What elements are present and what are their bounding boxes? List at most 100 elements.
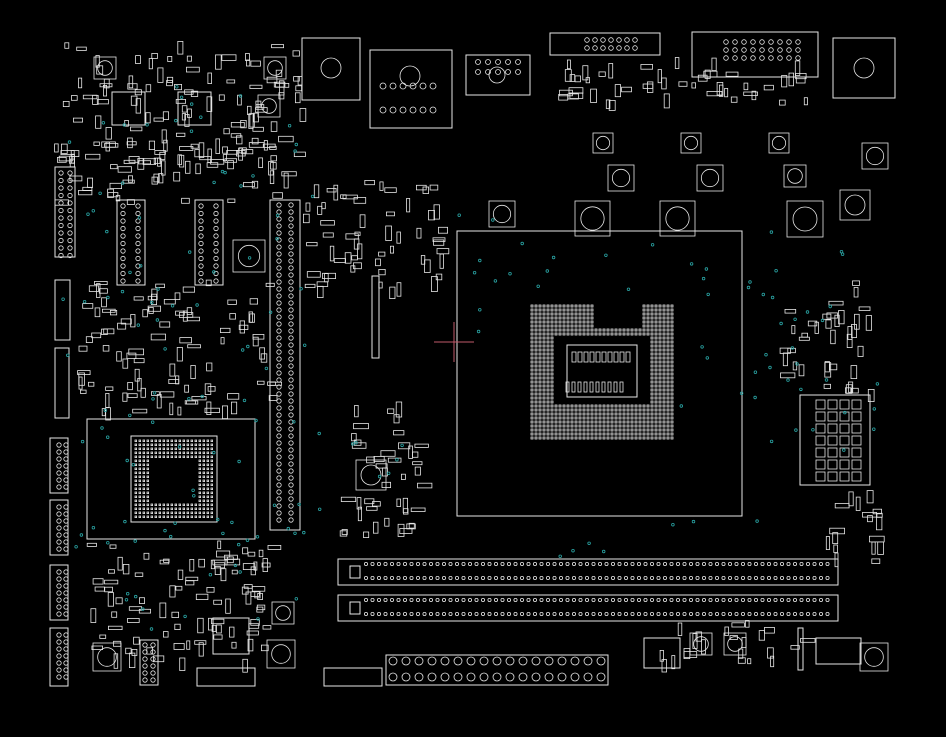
cpu-land-pad [642,412,646,416]
pcie-pin [467,612,472,617]
chipset-ball [174,443,178,447]
cpu-land-pad [590,420,594,424]
bottom-chip-3 [196,667,256,687]
via [79,533,84,537]
pin [63,477,69,483]
pin [58,207,64,214]
chipset-ball [138,443,142,447]
chipset-ball [142,459,146,463]
cpu-land-pad [590,328,594,332]
cpu-land-pad [594,404,598,408]
cpu-land-pad [530,388,534,392]
smd-component [235,149,246,157]
pcie-pin [448,612,453,617]
io-jack [399,65,421,87]
smd-component [706,91,723,97]
pcie-pin [630,562,635,567]
vrm-pad [827,411,838,422]
pcie-pin [591,612,596,617]
chipset-ball [190,503,194,507]
chipset-ball [150,447,154,451]
pcie-pin [812,612,817,617]
header-pin [276,279,282,285]
cpu-land-pad [658,380,662,384]
smd-component [422,186,429,194]
cpu-land-pad [590,324,594,328]
chipset-ball [142,443,146,447]
square-part [263,56,287,80]
cpu-land-pad [646,320,650,324]
header-pin [288,265,294,271]
cpu-land-pad [538,372,542,376]
smd-component [159,391,175,398]
pcie-pin [467,598,472,603]
cpu-land-pad [594,332,598,336]
pin [213,255,219,262]
pin [63,611,69,617]
cpu-land-pad [618,416,622,420]
smd-component [826,312,838,319]
cpu-land-pad [590,416,594,420]
smd-component [251,586,266,592]
pcie-pin [383,562,388,567]
cpu-land-pad [546,316,550,320]
cpu-land-pad [662,320,666,324]
chipset-ball [162,455,166,459]
smd-component [269,170,275,185]
pcie-pin [611,562,616,567]
pcie-pin [363,598,368,603]
cpu-land-pad [530,432,534,436]
header-pin [276,307,282,313]
cpu-land-pad [650,332,654,336]
via [208,573,213,577]
bottom-header-pin [388,656,398,666]
vrm-pad [815,459,826,470]
pcie-pin [546,576,551,581]
smd-component [147,305,162,312]
smd-component [269,381,283,386]
pcie-pin [572,562,577,567]
via [872,407,876,411]
pcie-pin [565,576,570,581]
cpu-land-pad [614,332,618,336]
smd-component [133,636,140,645]
via [189,102,194,106]
chipset-ball [162,443,166,447]
chipset-ball [134,507,138,511]
io-pin [515,59,521,65]
chipset-ball [202,475,206,479]
square-part-ring [787,168,803,184]
smd-component [647,81,654,93]
cpu-land-pad [554,428,558,432]
cpu-land-pad [562,428,566,432]
cpu-land-pad [646,424,650,428]
cpu-land-pad [530,324,534,328]
cpu-land-pad [546,336,550,340]
cpu-land-pad [546,372,550,376]
cpu-land-pad [538,336,542,340]
smd-component [384,187,397,193]
cpu-land-pad [550,428,554,432]
cpu-land-pad [546,432,550,436]
pcie-pin [643,612,648,617]
cpu-land-pad [626,436,630,440]
header-pin [276,244,282,250]
cpu-land-pad [546,428,550,432]
chipset-ball [166,507,170,511]
cpu-land-pad [570,308,574,312]
pcie-pin [630,576,635,581]
cpu-land-pad [534,328,538,332]
chipset-ball [210,511,214,515]
cpu-land-pad [554,424,558,428]
cpu-land-pad [538,428,542,432]
cpu-land-pad [634,424,638,428]
cpu-land-pad [562,432,566,436]
header-pin [276,454,282,460]
smd-component [120,318,132,325]
cpu-land-pad [538,304,542,308]
vrm-pad [815,435,826,446]
pin [56,511,62,517]
pcie-pin [669,598,674,603]
pin [56,611,62,617]
cpu-land-pad [650,392,654,396]
